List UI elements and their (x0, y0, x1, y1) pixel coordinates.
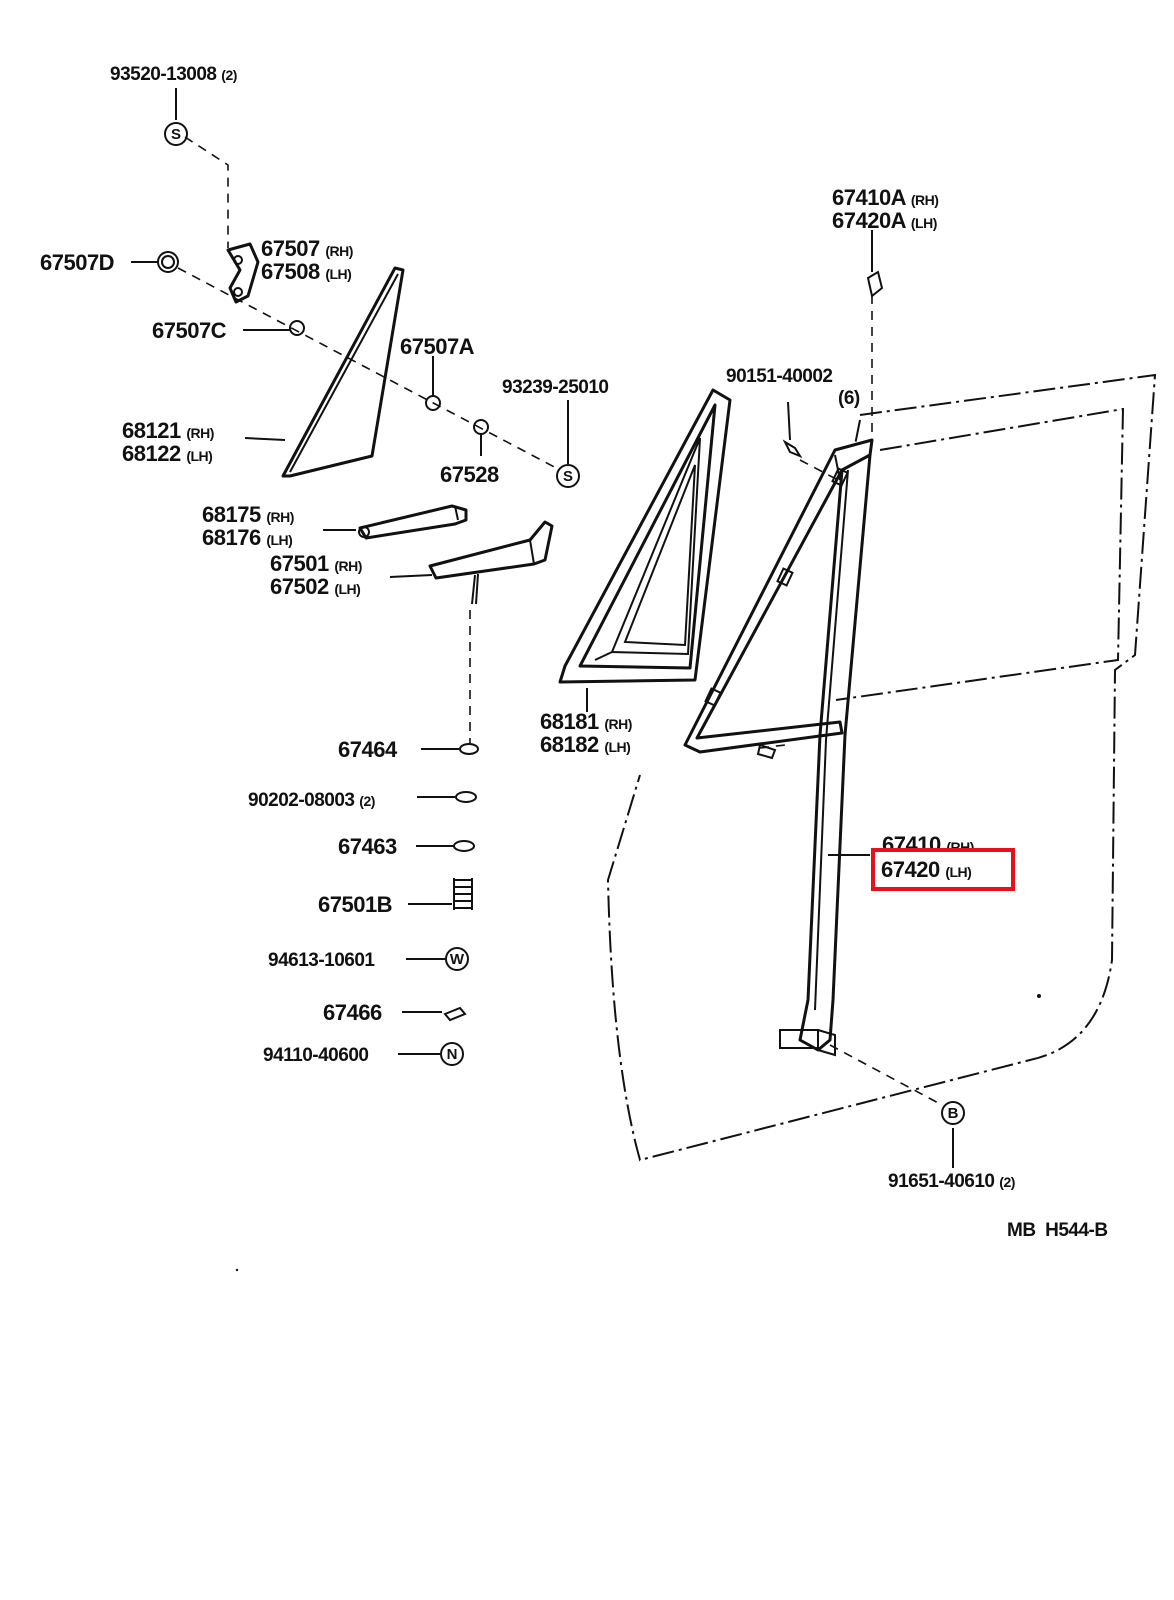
run-channel-part (683, 438, 874, 1057)
washer-67464 (459, 743, 479, 755)
svg-text:67466: 67466 (323, 1000, 382, 1025)
speck (235, 1268, 239, 1272)
label-67410a-67420a: 67410A (RH) 67420A (LH) (832, 185, 939, 233)
label-93239: 93239-25010 (502, 377, 609, 398)
label-67507-67508: 67507 (RH) 67508 (LH) (261, 236, 353, 284)
svg-text:W: W (450, 951, 465, 968)
svg-text:94110-40600: 94110-40600 (263, 1045, 368, 1066)
svg-text:67464: 67464 (338, 737, 398, 762)
washer-67507c (289, 320, 305, 336)
svg-text:68122 (LH): 68122 (LH) (122, 441, 212, 466)
svg-text:67507 (RH): 67507 (RH) (261, 236, 353, 261)
svg-text:67507D: 67507D (40, 250, 114, 275)
leader-lines (131, 88, 954, 1168)
symbol-w: W (445, 947, 469, 971)
assembly-lines (177, 136, 943, 1106)
hardware-parts (157, 251, 884, 1022)
svg-text:67463: 67463 (338, 834, 397, 859)
svg-text:67507A: 67507A (400, 334, 475, 359)
vent-frame-part (558, 388, 732, 684)
label-90202: 90202-08003 (2) (248, 790, 375, 811)
label-90151: 90151-40002 (6) (726, 366, 860, 409)
nut-67507d (161, 255, 175, 269)
washer-90202 (455, 791, 477, 803)
svg-text:B: B (948, 1105, 959, 1122)
pivot-bracket-part (428, 520, 554, 605)
svg-text:93239-25010: 93239-25010 (502, 377, 609, 398)
hinge-bracket-part (226, 242, 260, 304)
svg-text:67508 (LH): 67508 (LH) (261, 259, 351, 284)
speck (1037, 994, 1041, 998)
svg-text:67410A (RH): 67410A (RH) (832, 185, 938, 210)
vent-glass-part (281, 266, 405, 478)
door-outline (606, 373, 1157, 1162)
svg-text:S: S (171, 126, 181, 143)
svg-text:94613-10601: 94613-10601 (268, 950, 375, 971)
label-67507d: 67507D (40, 250, 115, 275)
svg-text:N: N (447, 1046, 458, 1063)
label-94110: 94110-40600 (263, 1045, 369, 1066)
label-67463: 67463 (338, 834, 397, 859)
highlight-box (871, 848, 1015, 891)
symbol-s-mid: S (556, 464, 580, 488)
label-68175-68176: 68175 (RH) 68176 (LH) (202, 502, 294, 550)
svg-text:68175 (RH): 68175 (RH) (202, 502, 294, 527)
svg-text:67528: 67528 (440, 462, 499, 487)
svg-text:(6): (6) (838, 388, 860, 409)
label-67464: 67464 (338, 737, 398, 762)
svg-text:67507C: 67507C (152, 318, 227, 343)
symbol-n: N (440, 1042, 464, 1066)
svg-text:67501 (RH): 67501 (RH) (270, 551, 362, 576)
svg-text:93520-13008 (2): 93520-13008 (2) (110, 64, 237, 85)
svg-text:68181 (RH): 68181 (RH) (540, 709, 632, 734)
washer-67463 (453, 840, 475, 852)
label-67466: 67466 (323, 1000, 382, 1025)
svg-text:68176 (LH): 68176 (LH) (202, 525, 292, 550)
svg-text:S: S (563, 468, 573, 485)
svg-text:90202-08003 (2): 90202-08003 (2) (248, 790, 375, 811)
label-67507c: 67507C (152, 318, 227, 343)
screw-90151 (782, 439, 803, 459)
label-68181-68182: 68181 (RH) 68182 (LH) (540, 709, 632, 757)
washer-67528 (473, 419, 489, 435)
label-91651: 91651-40610 (2) (888, 1171, 1015, 1192)
clip-67410a (866, 270, 884, 298)
svg-text:90151-40002: 90151-40002 (726, 366, 833, 387)
label-93520: 93520-13008 (2) (110, 64, 237, 85)
plate-67466 (443, 1006, 467, 1022)
label-67420-highlighted[interactable]: 67420 (LH) (871, 848, 1015, 891)
symbol-s-top: S (164, 122, 188, 146)
label-68121-68122: 68121 (RH) 68122 (LH) (122, 418, 214, 466)
svg-text:67420 (LH): 67420 (LH) (881, 857, 971, 882)
label-67528: 67528 (440, 462, 499, 487)
svg-text:67420A (LH): 67420A (LH) (832, 208, 937, 233)
svg-text:91651-40610 (2): 91651-40610 (2) (888, 1171, 1015, 1192)
svg-text:67502 (LH): 67502 (LH) (270, 574, 360, 599)
svg-text:MB H544-B: MB H544-B (1007, 1220, 1108, 1241)
label-67501b: 67501B (318, 892, 393, 917)
label-67507a: 67507A (400, 334, 475, 359)
spring-67501b (453, 878, 473, 910)
svg-text:67501B: 67501B (318, 892, 392, 917)
svg-text:68182 (LH): 68182 (LH) (540, 732, 630, 757)
svg-text:68121 (RH): 68121 (RH) (122, 418, 214, 443)
label-94613: 94613-10601 (268, 950, 376, 971)
bracket-68175-part (358, 504, 468, 540)
diagram-code: MB H544-B (1007, 1220, 1108, 1241)
symbol-b: B (941, 1101, 965, 1125)
label-67501-67502: 67501 (RH) 67502 (LH) (270, 551, 362, 599)
